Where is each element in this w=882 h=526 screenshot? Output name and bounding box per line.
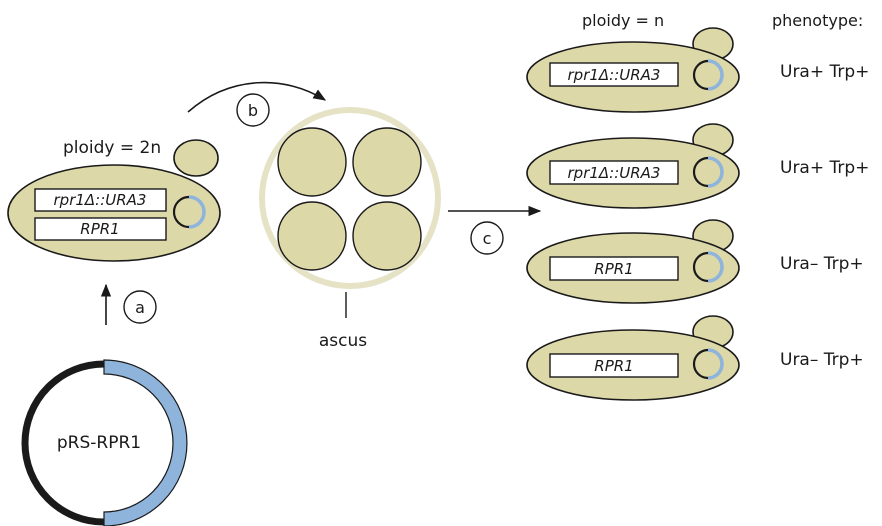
diploid-gene-label-2: RPR1 [80,220,119,238]
haploid-gene-box [549,160,679,185]
plasmid-prs-rpr1: pRS-RPR1 [21,359,188,526]
spore-4 [352,201,422,271]
haploid-phenotype: Ura+ Trp+ [780,158,869,178]
spore-2 [352,127,422,197]
ascus-label: ascus [319,331,367,351]
diploid-cell-body [7,164,221,262]
step-c-label: c [483,229,492,248]
haploid-plasmid-icon [692,156,724,188]
haploid-cell-2: rpr1Δ::URA3 Ura+ Trp+ [526,123,869,209]
spore-1 [277,127,347,197]
haploid-plasmid-icon [692,251,724,283]
plasmid-label: pRS-RPR1 [57,433,141,453]
haploid-cell-1: rpr1Δ::URA3 Ura+ Trp+ [526,27,869,113]
haploid-gene-box [549,62,679,87]
haploid-phenotype: Ura– Trp+ [780,350,864,370]
phenotype-header: phenotype: [772,11,863,30]
step-b-label: b [248,101,258,120]
step-b-arrow [187,81,327,113]
haploid-plasmid-icon [692,59,724,91]
haploid-ploidy-header: ploidy = n [582,11,664,30]
diploid-gene-box-1 [34,188,167,212]
haploid-gene-label: rpr1Δ::URA3 [568,164,661,182]
haploid-phenotype: Ura+ Trp+ [780,62,869,82]
haploid-gene-box [549,256,679,281]
diploid-gene-box-2 [34,217,167,241]
haploid-gene-label: RPR1 [594,357,633,375]
diploid-ploidy-label: ploidy = 2n [63,138,161,158]
spore-3 [277,201,347,271]
haploid-cell-3: RPR1 Ura– Trp+ [526,219,864,304]
diploid-cell: ploidy = 2n rpr1Δ::URA3 RPR1 [7,138,221,262]
step-a-badge [123,290,157,324]
haploid-phenotype: Ura– Trp+ [780,254,864,274]
diploid-gene-label-1: rpr1Δ::URA3 [54,191,147,209]
haploid-cell-4: RPR1 Ura– Trp+ [526,315,864,401]
ascus: ascus [259,107,441,351]
plasmid-backbone [21,360,105,526]
diploid-bud [173,139,219,177]
step-c-badge [470,221,504,255]
haploid-gene-label: rpr1Δ::URA3 [568,66,661,84]
haploid-gene-label: RPR1 [594,260,633,278]
step-b-badge [236,93,270,127]
haploid-plasmid-icon [692,348,724,380]
step-a-label: a [135,298,145,317]
haploid-gene-box [549,353,679,378]
diploid-plasmid-icon [172,195,206,229]
